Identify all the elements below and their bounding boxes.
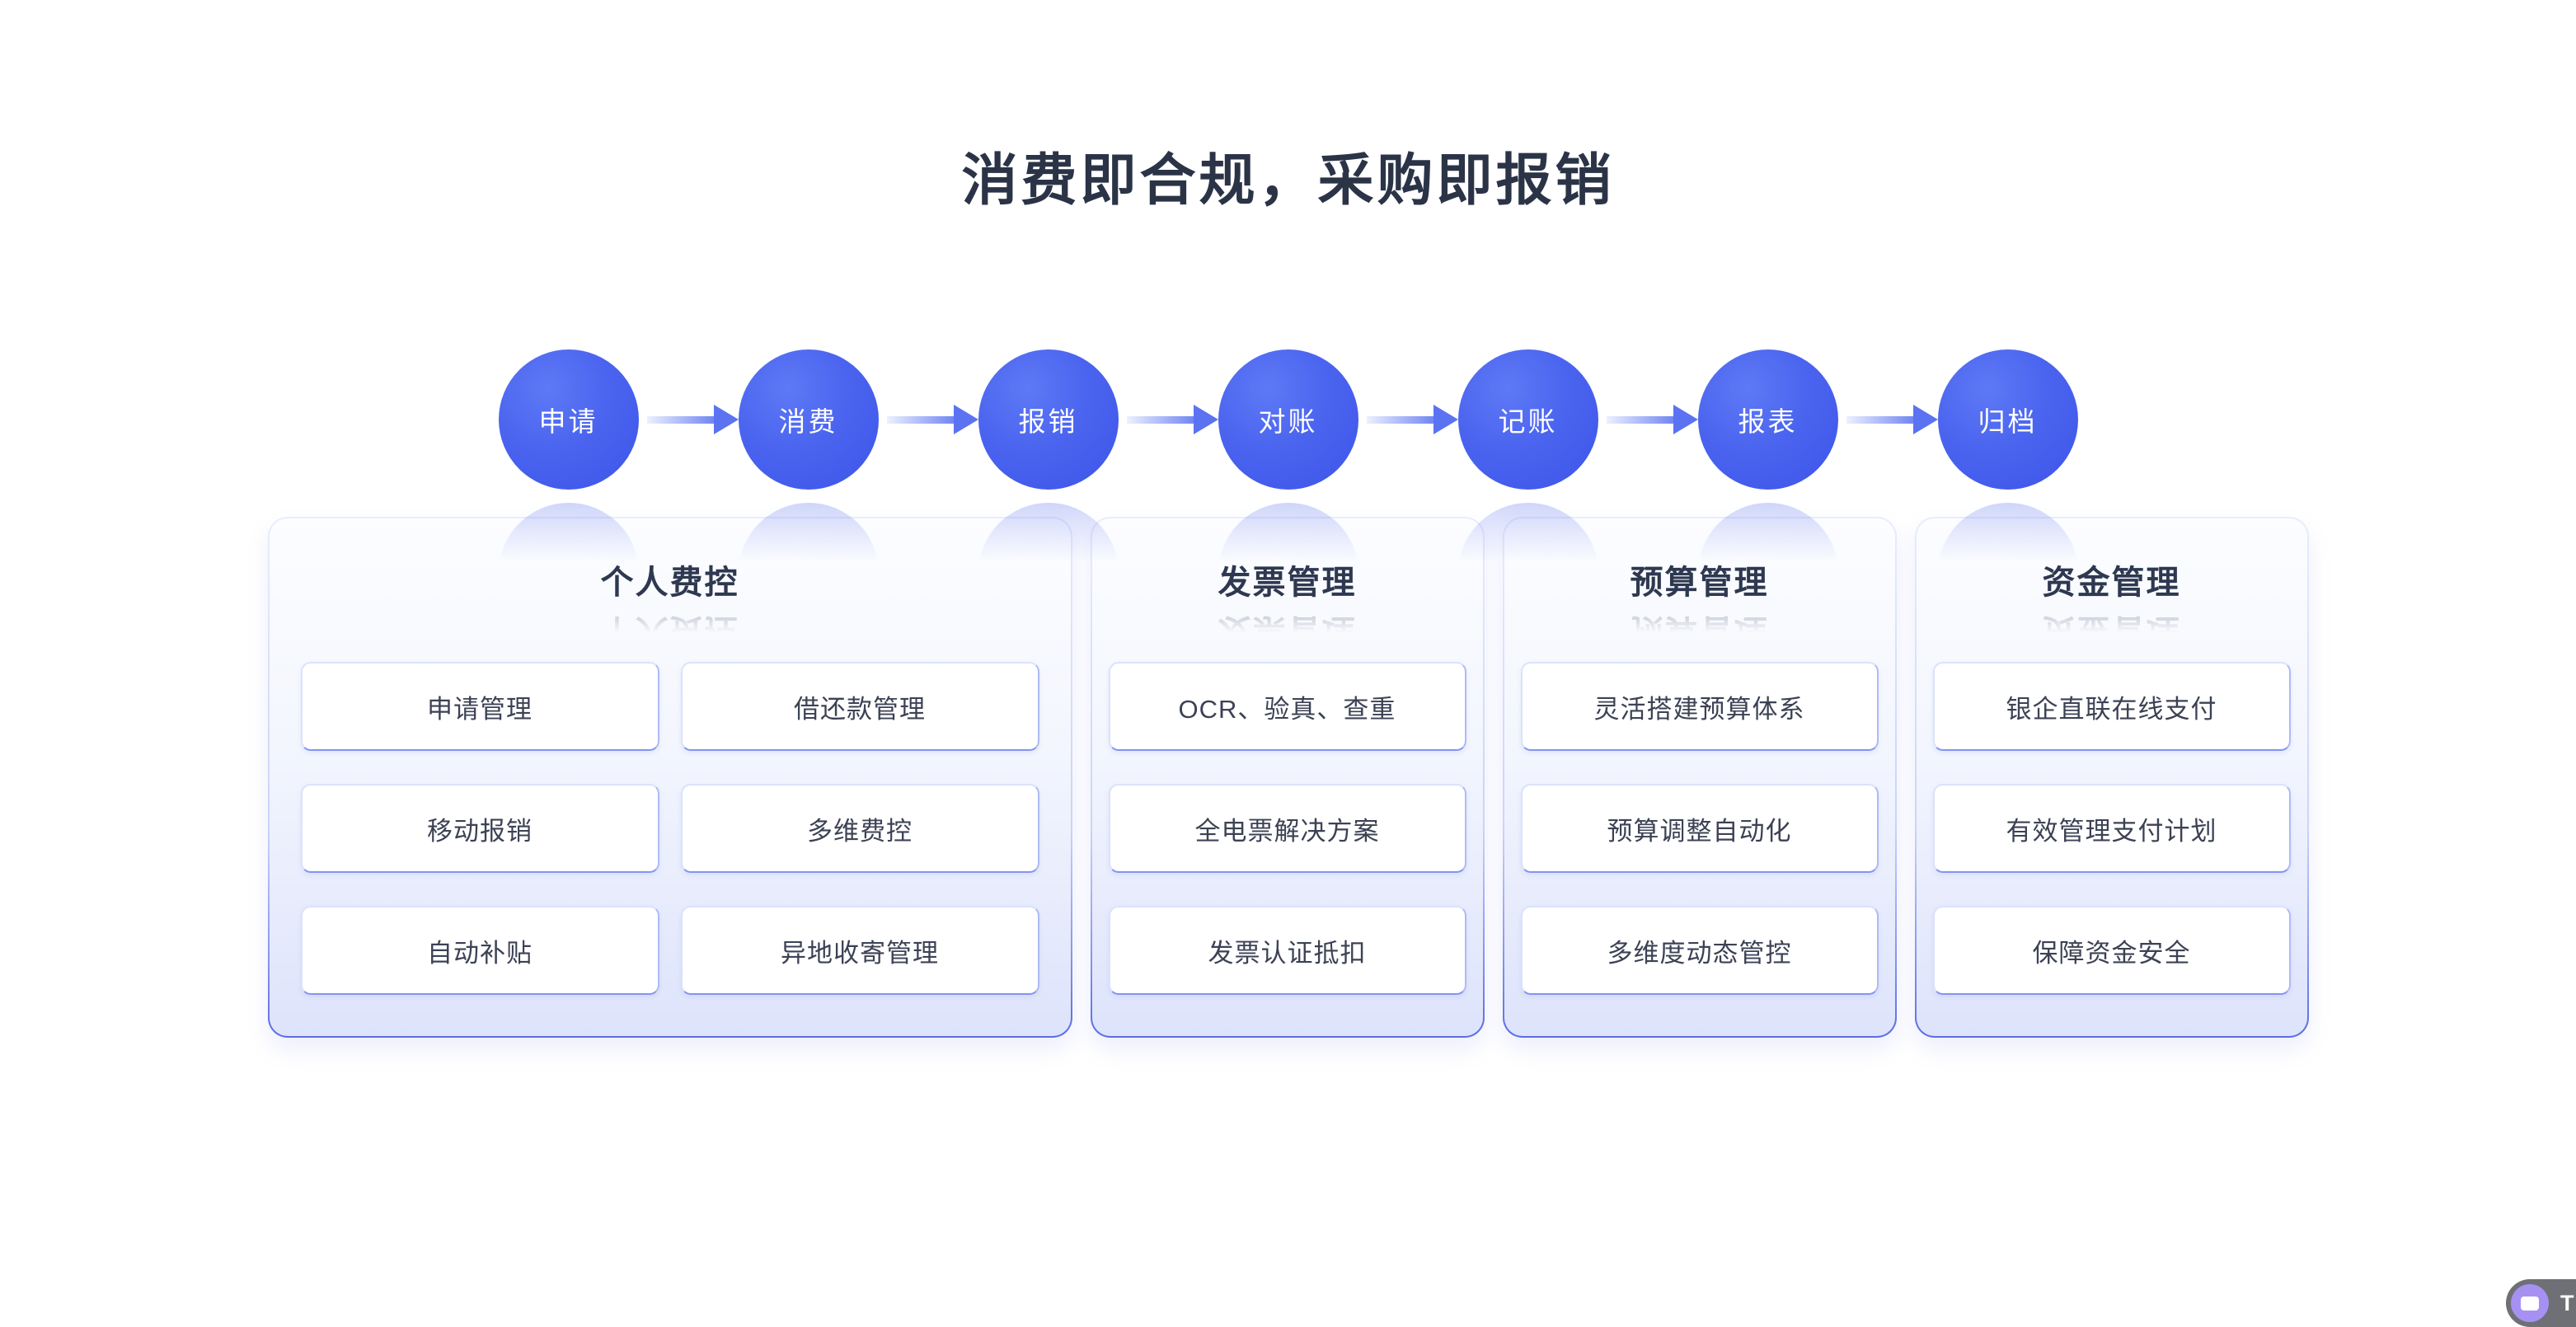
feature-item: 银企直联在线支付 bbox=[1932, 662, 2291, 751]
flow-arrow-icon bbox=[639, 405, 739, 434]
panel-title-row: 预算管理 bbox=[1521, 563, 1879, 603]
feature-item-label: 发票认证抵扣 bbox=[1208, 938, 1367, 968]
arrow-shaft bbox=[886, 415, 954, 424]
arrow-shaft bbox=[1126, 415, 1194, 424]
panel-title: 发票管理 bbox=[1218, 565, 1357, 601]
flow-step-label: 报表 bbox=[1738, 406, 1798, 437]
feature-panel: 发票管理 OCR、验真、查重 全电票解决方案 发票认证抵扣 bbox=[1090, 517, 1485, 1038]
arrow-head bbox=[1912, 405, 1938, 434]
feature-item: 多维度动态管控 bbox=[1520, 906, 1879, 995]
flow-arrow-icon bbox=[1598, 405, 1698, 434]
feature-item: 多维费控 bbox=[680, 784, 1039, 873]
flow-step-circle: 报销 bbox=[978, 349, 1119, 490]
feature-item-label: 多维度动态管控 bbox=[1607, 938, 1792, 968]
arrow-shaft bbox=[646, 415, 714, 424]
flow-step-circle: 申请 bbox=[498, 349, 639, 490]
feature-item-label: 预算调整自动化 bbox=[1607, 816, 1792, 846]
flow-step-circle: 归档 bbox=[1937, 349, 2078, 490]
feature-item: 保障资金安全 bbox=[1932, 906, 2291, 995]
panel-title: 个人费控 bbox=[600, 565, 739, 601]
feature-panel-body: 个人费控 申请管理 借还款管理 移动报销 多维费控 自动补贴 异地收寄管理 bbox=[269, 518, 1071, 1036]
feature-panel-body: 资金管理 银企直联在线支付 有效管理支付计划 保障资金安全 bbox=[1916, 518, 2307, 1036]
feature-item: OCR、验真、查重 bbox=[1108, 662, 1466, 751]
arrow-shaft bbox=[1366, 415, 1433, 424]
flow-arrow-icon bbox=[1838, 405, 1938, 434]
chat-bubble-icon bbox=[2521, 1296, 2539, 1311]
flow-step-circle: 报表 bbox=[1697, 349, 1838, 490]
watermark-badge: TIN bbox=[2506, 1279, 2576, 1327]
arrow-shaft bbox=[1606, 415, 1673, 424]
flow-arrow-icon bbox=[879, 405, 978, 434]
feature-item-label: 有效管理支付计划 bbox=[2006, 816, 2217, 846]
feature-panel: 资金管理 银企直联在线支付 有效管理支付计划 保障资金安全 bbox=[1914, 517, 2309, 1038]
feature-item: 灵活搭建预算体系 bbox=[1520, 662, 1879, 751]
feature-panel-body: 预算管理 灵活搭建预算体系 预算调整自动化 多维度动态管控 bbox=[1504, 518, 1895, 1036]
panel-items: 银企直联在线支付 有效管理支付计划 保障资金安全 bbox=[1932, 662, 2291, 995]
feature-item: 有效管理支付计划 bbox=[1932, 784, 2291, 873]
watermark-text: TIN bbox=[2560, 1290, 2576, 1315]
panel-items: 申请管理 借还款管理 移动报销 多维费控 自动补贴 异地收寄管理 bbox=[300, 662, 1039, 995]
panel-title: 预算管理 bbox=[1630, 565, 1769, 601]
flow-step-circle: 记账 bbox=[1457, 349, 1598, 490]
feature-item-label: 保障资金安全 bbox=[2032, 938, 2191, 968]
feature-panel: 预算管理 灵活搭建预算体系 预算调整自动化 多维度动态管控 bbox=[1502, 517, 1897, 1038]
feature-item-label: 借还款管理 bbox=[794, 694, 926, 724]
feature-item-label: 全电票解决方案 bbox=[1194, 816, 1380, 846]
process-flow: 申请 消费 报销 对账 记账 报表 归档 bbox=[0, 349, 2576, 490]
feature-item: 借还款管理 bbox=[680, 662, 1039, 751]
feature-item-label: 异地收寄管理 bbox=[781, 938, 939, 968]
feature-panels: 个人费控 申请管理 借还款管理 移动报销 多维费控 自动补贴 异地收寄管理 发票… bbox=[0, 517, 2576, 1038]
flow-step-label: 归档 bbox=[1978, 406, 2038, 437]
flow-step-circle: 对账 bbox=[1218, 349, 1358, 490]
flow-step-circle: 消费 bbox=[738, 349, 879, 490]
feature-item-label: 自动补贴 bbox=[427, 938, 533, 968]
feature-item-label: 申请管理 bbox=[427, 694, 533, 724]
feature-item: 全电票解决方案 bbox=[1108, 784, 1466, 873]
page-title: 消费即合规，采购即报销 bbox=[961, 149, 1615, 212]
feature-item: 自动补贴 bbox=[300, 906, 659, 995]
feature-item: 移动报销 bbox=[300, 784, 659, 873]
panel-items: 灵活搭建预算体系 预算调整自动化 多维度动态管控 bbox=[1520, 662, 1879, 995]
panel-items: OCR、验真、查重 全电票解决方案 发票认证抵扣 bbox=[1108, 662, 1466, 995]
feature-panel: 个人费控 申请管理 借还款管理 移动报销 多维费控 自动补贴 异地收寄管理 bbox=[267, 517, 1072, 1038]
feature-item-label: 银企直联在线支付 bbox=[2006, 694, 2217, 724]
flow-step-label: 报销 bbox=[1018, 406, 1078, 437]
flow-arrow-icon bbox=[1119, 405, 1218, 434]
flow-arrow-icon bbox=[1358, 405, 1458, 434]
feature-item-label: 移动报销 bbox=[427, 816, 533, 846]
feature-item: 发票认证抵扣 bbox=[1108, 906, 1466, 995]
panel-title: 资金管理 bbox=[2042, 565, 2181, 601]
flow-step-label: 申请 bbox=[538, 406, 598, 437]
arrow-head bbox=[1673, 405, 1698, 434]
flow-step-label: 消费 bbox=[778, 406, 838, 437]
flow-step-label: 记账 bbox=[1498, 406, 1558, 437]
feature-item-label: 多维费控 bbox=[807, 816, 913, 846]
feature-item: 异地收寄管理 bbox=[680, 906, 1039, 995]
flow-step-label: 对账 bbox=[1258, 406, 1318, 437]
arrow-head bbox=[953, 405, 978, 434]
arrow-head bbox=[713, 405, 739, 434]
arrow-head bbox=[1433, 405, 1458, 434]
arrow-shaft bbox=[1846, 415, 1913, 424]
feature-item: 预算调整自动化 bbox=[1520, 784, 1879, 873]
watermark-logo-circle bbox=[2511, 1284, 2549, 1322]
feature-panel-body: 发票管理 OCR、验真、查重 全电票解决方案 发票认证抵扣 bbox=[1091, 518, 1483, 1036]
panel-title-row: 发票管理 bbox=[1109, 563, 1466, 603]
arrow-head bbox=[1193, 405, 1218, 434]
feature-item: 申请管理 bbox=[300, 662, 659, 751]
panel-title-row: 资金管理 bbox=[1933, 563, 2291, 603]
feature-item-label: 灵活搭建预算体系 bbox=[1593, 694, 1805, 724]
panel-title-row: 个人费控 bbox=[301, 563, 1039, 603]
feature-item-label: OCR、验真、查重 bbox=[1178, 694, 1396, 724]
